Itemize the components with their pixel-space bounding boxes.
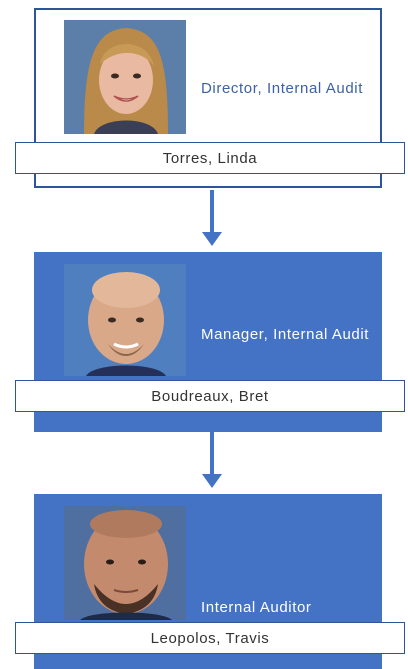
photo-boudreaux-bret bbox=[64, 264, 186, 376]
name-label: Leopolos, Travis bbox=[15, 622, 405, 654]
connector-line bbox=[210, 190, 214, 234]
arrow-down-icon bbox=[202, 474, 222, 488]
job-title: Manager, Internal Audit bbox=[201, 326, 370, 343]
portrait-image bbox=[64, 264, 186, 376]
nameplate-foot bbox=[34, 656, 382, 669]
photo-torres-linda bbox=[64, 20, 186, 134]
connector-line bbox=[210, 432, 214, 476]
portrait-image bbox=[64, 506, 186, 620]
job-title: Internal Auditor bbox=[201, 599, 312, 616]
name-label: Boudreaux, Bret bbox=[15, 380, 405, 412]
photo-leopolos-travis bbox=[64, 506, 186, 620]
job-title: Director, Internal Audit bbox=[201, 80, 363, 97]
nameplate-foot bbox=[34, 178, 382, 188]
arrow-down-icon bbox=[202, 232, 222, 246]
portrait-image bbox=[64, 20, 186, 134]
nameplate-foot bbox=[34, 418, 382, 428]
name-label: Torres, Linda bbox=[15, 142, 405, 174]
